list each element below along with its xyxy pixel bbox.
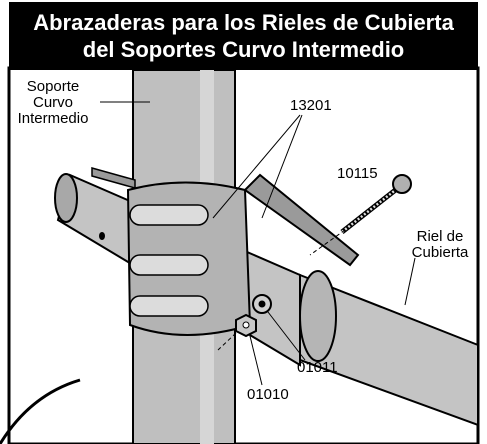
label-soporte-3: Intermedio	[18, 110, 89, 127]
rail-end-left	[54, 173, 78, 223]
curved-support-edge	[0, 378, 81, 444]
leader-13201-a	[212, 114, 301, 219]
bolt-head	[392, 174, 412, 194]
leader-riel	[404, 257, 416, 306]
leader-13201-b	[261, 114, 303, 219]
washer-hole	[258, 300, 266, 308]
title-line-1: Abrazaderas para los Rieles de Cubierta	[33, 10, 454, 35]
deck-rail-right	[299, 273, 479, 427]
clamp-ridge-3	[129, 295, 209, 317]
nut-hole	[242, 321, 250, 329]
clamp-ridge-1	[129, 204, 209, 226]
clamp-ridge-2	[129, 254, 209, 276]
label-part-13201: 13201	[290, 97, 332, 114]
label-soporte-1: Soporte	[27, 78, 80, 95]
rail-hole	[99, 232, 105, 240]
label-soporte-2: Curvo	[33, 94, 73, 111]
label-riel-2: Cubierta	[412, 244, 469, 261]
bolt-shaft	[340, 186, 400, 234]
leader-01011	[267, 311, 306, 361]
clamp-flange-left	[91, 167, 136, 189]
label-part-01011: 01011	[297, 359, 338, 376]
illustration-border	[7, 66, 480, 444]
label-part-01010: 01010	[247, 386, 289, 403]
leader-01010	[249, 335, 263, 386]
clamp-flange	[243, 173, 360, 267]
title-line-2: del Soportes Curvo Intermedio	[82, 37, 405, 62]
label-part-10115: 10115	[337, 165, 378, 182]
bolt-guide-line	[309, 229, 346, 256]
rail-joint	[299, 270, 337, 362]
title-banner: Abrazaderas para los Rieles de Cubierta …	[9, 2, 478, 70]
label-riel-1: Riel de	[417, 228, 464, 245]
